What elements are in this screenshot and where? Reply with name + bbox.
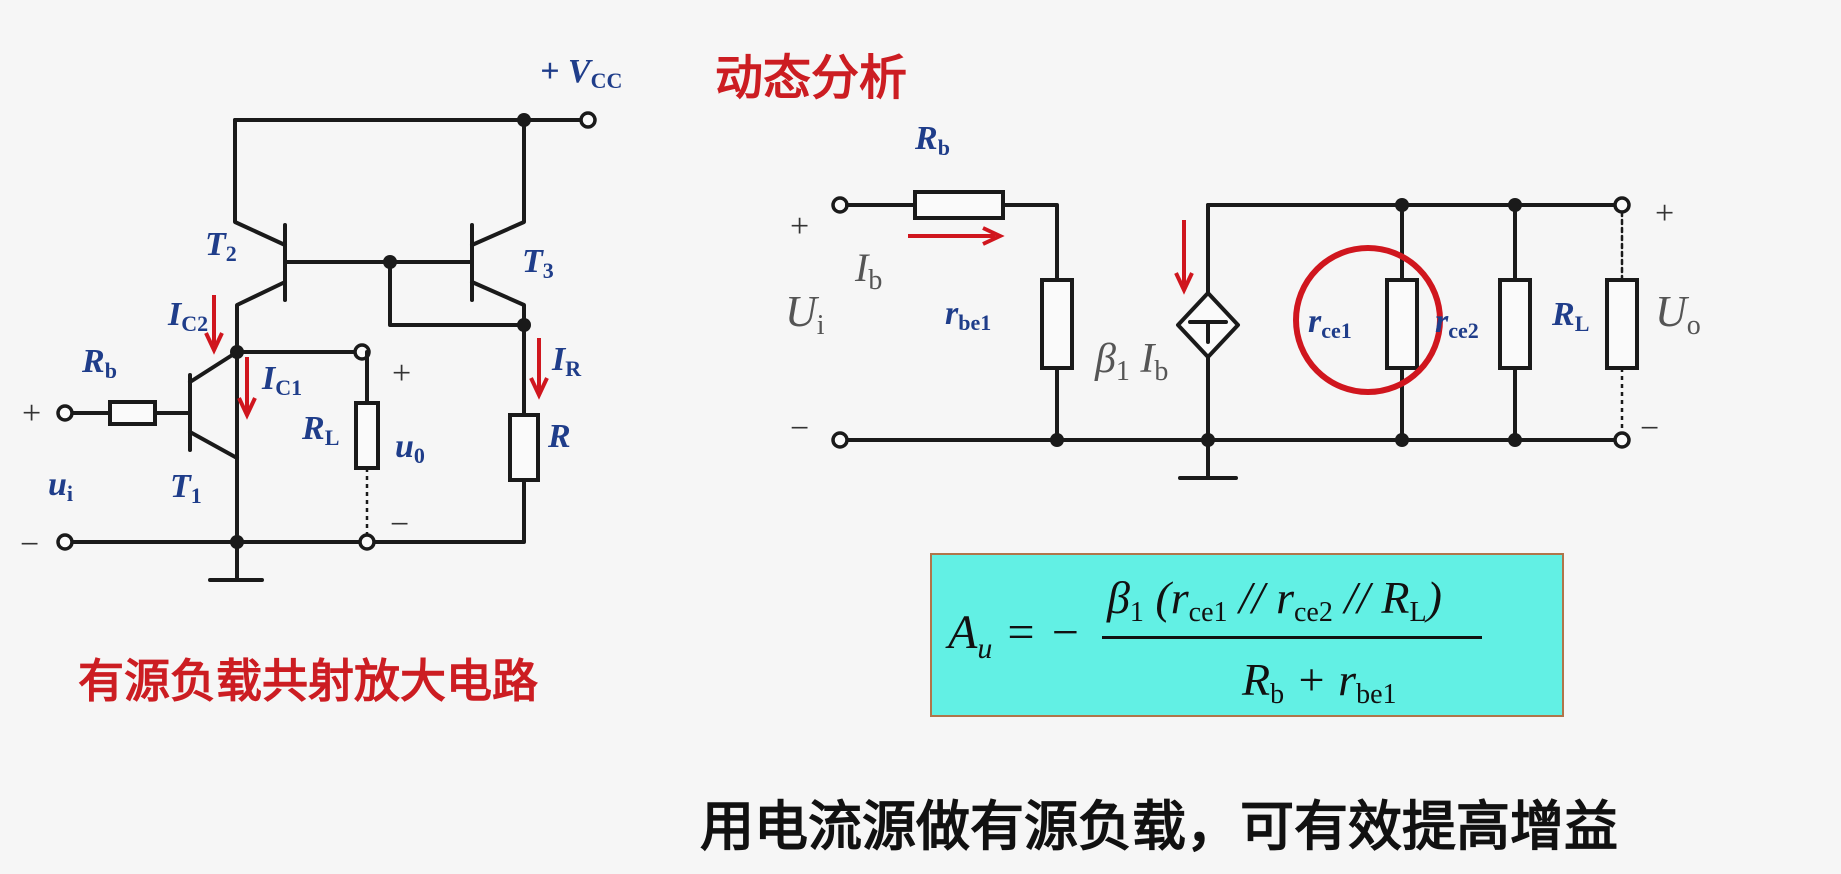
- gain-formula-box: Au = − β1 (rce1 // rce2 // RL) Rb + rbe1: [930, 553, 1564, 717]
- resistor-rce2: [1498, 278, 1532, 370]
- ground-symbol: [1178, 355, 1238, 480]
- uo-minus-sign: −: [1640, 410, 1660, 447]
- t3-emitter-wire: [470, 118, 526, 247]
- output-plus-sign: +: [392, 355, 412, 392]
- input-ground-terminal: [56, 533, 74, 551]
- input-terminal: [56, 404, 74, 422]
- resistor-r: [508, 413, 540, 482]
- beta-ib-label: β1 Ib: [1095, 336, 1169, 387]
- t2-emitter-wire: [233, 118, 287, 247]
- resistor-rbe1: [1040, 278, 1074, 370]
- formula-denominator: Rb + rbe1: [1242, 654, 1397, 710]
- t1-emitter: [188, 430, 239, 460]
- ground-rail: [70, 478, 526, 544]
- ui-label: Ui: [785, 287, 825, 341]
- rb-label: Rb: [915, 120, 950, 160]
- rce1-label: rce1: [1308, 303, 1352, 343]
- ic1-label: IC1: [262, 360, 303, 400]
- source-current-arrow: [1174, 220, 1194, 295]
- t3-diode-link: [388, 260, 526, 327]
- resistor-rl: [354, 401, 380, 470]
- input-minus-sign: −: [20, 526, 40, 563]
- left-circuit: [56, 111, 597, 582]
- node: [1395, 433, 1409, 447]
- slide-title: 动态分析: [715, 50, 908, 106]
- rl-label: RL: [1552, 296, 1590, 336]
- ui-label: ui: [48, 466, 74, 506]
- node: [1508, 433, 1522, 447]
- vcc-terminal: [579, 111, 597, 129]
- ir-arrow: [529, 338, 549, 400]
- t1-label: T1: [170, 468, 202, 508]
- ui-plus-terminal: [831, 196, 849, 214]
- rb-wire-right: [1001, 203, 1059, 282]
- ir-label: IR: [552, 341, 582, 381]
- rbe1-label: rbe1: [945, 295, 992, 335]
- resistor-rb: [108, 400, 157, 426]
- resistor-rb: [913, 190, 1005, 220]
- node: [1050, 433, 1064, 447]
- node: [1201, 433, 1215, 447]
- uo-label: u0: [395, 428, 425, 468]
- output-minus-sign: −: [390, 506, 410, 543]
- t2-label: T2: [205, 226, 237, 266]
- source-inner: [1188, 320, 1228, 344]
- bottom-note: 用电流源做有源负载，可有效提高增益: [700, 795, 1618, 858]
- fraction-bar: [1102, 636, 1482, 639]
- uo-plus-sign: +: [1655, 195, 1675, 232]
- input-plus-sign: +: [22, 395, 42, 432]
- ib-label: Ib: [855, 245, 883, 296]
- uo-label: Uo: [1655, 287, 1701, 341]
- rl-label: RL: [302, 410, 340, 450]
- resistor-rce1: [1385, 278, 1419, 370]
- ui-minus-sign: −: [790, 410, 810, 447]
- r-label: R: [548, 418, 571, 455]
- ic1-arrow: [237, 357, 257, 420]
- formula-numerator: β1 (rce1 // rce2 // RL): [1107, 572, 1442, 628]
- ground-symbol: [208, 540, 264, 582]
- output-ground-terminal: [358, 533, 376, 551]
- resistor-rl: [1605, 278, 1639, 370]
- ic2-label: IC2: [168, 296, 209, 336]
- ui-plus-sign: +: [790, 208, 810, 245]
- t1-collector: [188, 350, 239, 384]
- rce2-label: rce2: [1435, 303, 1479, 343]
- t3-label: T3: [522, 243, 554, 283]
- ib-arrow: [908, 226, 1005, 246]
- t2-collector-wire: [235, 280, 287, 352]
- t3-collector-wire: [470, 280, 526, 327]
- uo-plus-terminal: [1613, 196, 1631, 214]
- circuit-caption: 有源负载共射放大电路: [78, 654, 538, 708]
- rce1-highlight-circle: [1293, 245, 1443, 395]
- ic2-arrow: [204, 295, 224, 355]
- rb-label: Rb: [82, 343, 117, 383]
- vcc-label: + VCC: [540, 53, 623, 93]
- uo-minus-terminal: [1613, 431, 1631, 449]
- right-circuit: [831, 190, 1639, 480]
- formula-lhs: Au = −: [948, 606, 1082, 665]
- ui-minus-terminal: [831, 431, 849, 449]
